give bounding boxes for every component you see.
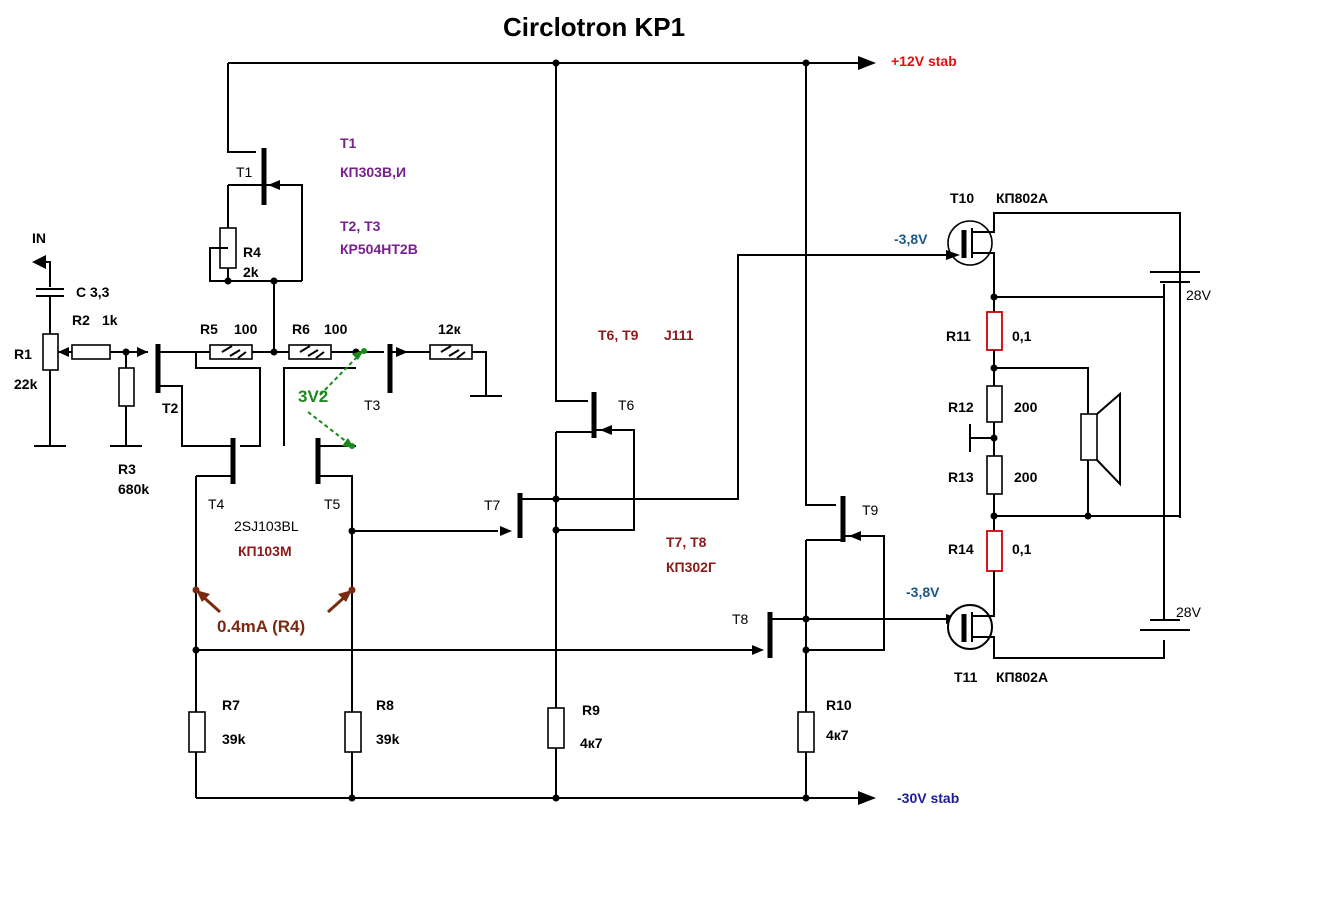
battery-top-label: 28V (1186, 287, 1212, 303)
diagram-title: Circlotron KP1 (503, 12, 685, 42)
t45-type-b: КП103М (238, 543, 292, 559)
r3-name: R3 (118, 461, 136, 477)
capacitor-label: C 3,3 (76, 284, 110, 300)
r4-value: 2k (243, 264, 259, 280)
t5-label: T5 (324, 496, 341, 512)
r8-value: 39k (376, 731, 400, 747)
t3-label: T3 (364, 397, 381, 413)
t11-type: КП802А (996, 669, 1048, 685)
t10-label: T10 (950, 190, 974, 206)
t1-note-type: КП303В,И (340, 164, 406, 180)
r9-value: 4к7 (580, 735, 603, 751)
positive-rail-label: +12V stab (891, 53, 957, 69)
r7-value: 39k (222, 731, 246, 747)
t69-type: J111 (664, 327, 694, 343)
t9-label: T9 (862, 502, 879, 518)
r14-name: R14 (948, 541, 974, 557)
t8-t9-stage (767, 59, 960, 802)
negative-rail (196, 791, 876, 805)
t7-label: T7 (484, 497, 501, 513)
r10-value: 4к7 (826, 727, 849, 743)
r3-value: 680k (118, 481, 149, 497)
r5-name: R5 (200, 321, 218, 337)
t45-type-a: 2SJ103BL (234, 518, 299, 534)
t23-note-label: T2, T3 (340, 218, 381, 234)
r11-value: 0,1 (1012, 328, 1032, 344)
t69-label: T6, T9 (598, 327, 639, 343)
t8-label: T8 (732, 611, 749, 627)
gate-voltage-top: -3,8V (894, 231, 928, 247)
r8-name: R8 (376, 697, 394, 713)
r6-name: R6 (292, 321, 310, 337)
t2-label: T2 (162, 400, 179, 416)
r7-r8 (188, 711, 362, 802)
t78-label: T7, T8 (666, 534, 707, 550)
input-pair (155, 344, 502, 447)
r2-name: R2 (72, 312, 90, 328)
t4-label: T4 (208, 496, 225, 512)
r12-name: R12 (948, 399, 974, 415)
t23-note-type: КР504НТ2В (340, 241, 418, 257)
t78-type: КП302Г (666, 559, 716, 575)
input-label: IN (32, 230, 46, 246)
t1-current-source (209, 148, 303, 352)
r5-value: 100 (234, 321, 258, 337)
negative-rail-label: -30V stab (897, 790, 959, 806)
r11-name: R11 (946, 328, 971, 344)
r10-name: R10 (826, 697, 852, 713)
r13-value: 200 (1014, 469, 1038, 485)
r9-name: R9 (582, 702, 600, 718)
r14-value: 0,1 (1012, 541, 1032, 557)
t1-note-label: T1 (340, 135, 357, 151)
t1-label: T1 (236, 164, 253, 180)
t11-label: T11 (954, 669, 978, 685)
gate-voltage-bottom: -3,8V (906, 584, 940, 600)
input-section (32, 255, 148, 447)
rload-value: 12к (438, 321, 462, 337)
current-label: 0.4mA (R4) (217, 617, 305, 636)
voltage-3v2-label: 3V2 (298, 387, 328, 406)
voltage-3v2-indicator (307, 348, 367, 449)
r7-name: R7 (222, 697, 240, 713)
positive-rail (227, 56, 876, 153)
output-stage (947, 212, 1200, 659)
current-indicator (192, 586, 356, 614)
t6-label: T6 (618, 397, 635, 413)
r13-name: R13 (948, 469, 974, 485)
r6-value: 100 (324, 321, 348, 337)
battery-bottom-label: 28V (1176, 604, 1202, 620)
t10-type: КП802А (996, 190, 1048, 206)
r2-value: 1k (102, 312, 118, 328)
r1-value: 22k (14, 376, 38, 392)
r1-name: R1 (14, 346, 32, 362)
t6-t7-stage (517, 59, 960, 802)
r4-name: R4 (243, 244, 261, 260)
r12-value: 200 (1014, 399, 1038, 415)
